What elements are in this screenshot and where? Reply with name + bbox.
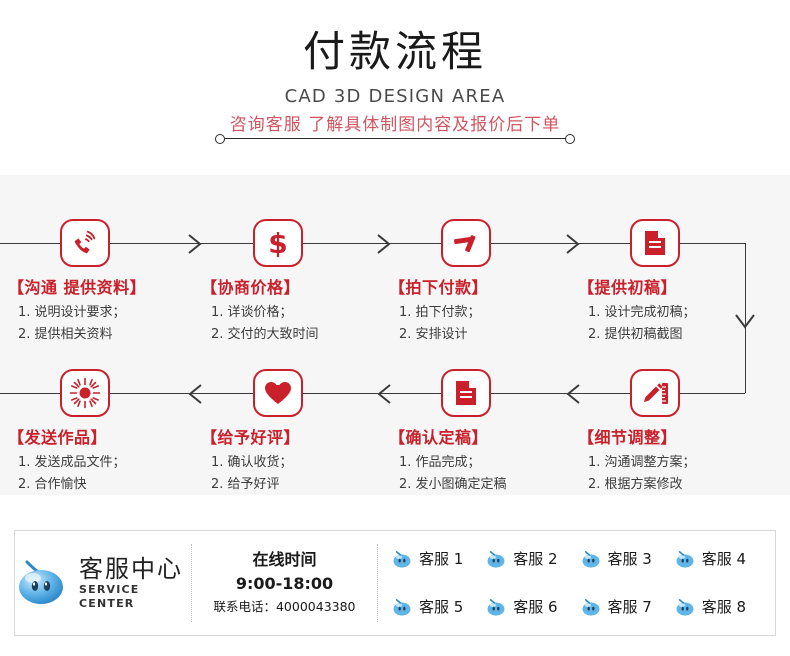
service-agent-label: 客服 3 bbox=[607, 550, 652, 568]
flow-step-line2: 2. 安排设计 bbox=[399, 327, 468, 342]
header-divider bbox=[215, 132, 575, 146]
dollar-sign-icon: $ bbox=[253, 219, 303, 267]
mascot-blob-icon bbox=[15, 560, 67, 606]
service-agent-3[interactable]: 客服 3 bbox=[581, 549, 675, 569]
service-agent-2[interactable]: 客服 2 bbox=[486, 549, 580, 569]
flow-step-line2: 2. 提供初稿截图 bbox=[588, 327, 683, 342]
flow-step-line2: 2. 根据方案修改 bbox=[588, 477, 683, 492]
divider-dot-left bbox=[215, 134, 225, 144]
document-icon bbox=[630, 219, 680, 267]
service-agent-1[interactable]: 客服 1 bbox=[392, 549, 486, 569]
service-divider-2 bbox=[377, 544, 378, 622]
service-agent-label: 客服 8 bbox=[701, 598, 747, 616]
mascot-blob-icon bbox=[392, 598, 412, 617]
flow-step-line2: 2. 给予好评 bbox=[211, 477, 280, 492]
flow-step-line1: 1. 说明设计要求； bbox=[18, 305, 126, 320]
service-agent-4[interactable]: 客服 4 bbox=[675, 549, 769, 569]
flow-row-top: 【沟通 提供资料】 1. 说明设计要求； 2. 提供相关资料 $ 【协商价格】 … bbox=[0, 195, 790, 393]
flow-line-top bbox=[0, 243, 745, 244]
page-subtitle-en: CAD 3D DESIGN AREA bbox=[284, 86, 506, 107]
service-divider-1 bbox=[191, 544, 192, 622]
svg-text:$: $ bbox=[268, 227, 287, 259]
service-agent-label: 客服 4 bbox=[701, 550, 747, 568]
mascot-blob-icon bbox=[486, 598, 506, 617]
divider-line bbox=[222, 138, 568, 139]
mascot-blob-icon bbox=[486, 550, 506, 569]
flow-step-line1: 1. 拍下付款； bbox=[399, 305, 481, 320]
service-agent-list: 客服 1 客服 2 客服 3 客服 4 bbox=[378, 531, 775, 635]
service-agent-label: 客服 1 bbox=[419, 550, 464, 568]
flow-step-line1: 1. 作品完成； bbox=[399, 455, 481, 470]
flow-step-title: 【沟通 提供资料】 bbox=[8, 278, 147, 297]
mascot-blob-icon bbox=[581, 598, 601, 617]
arrow-right-1 bbox=[183, 231, 207, 257]
service-hours-value: 9:00-18:00 bbox=[235, 574, 334, 593]
service-logo-text: 客服中心 SERVICE CENTER bbox=[79, 555, 191, 611]
heart-icon bbox=[253, 369, 303, 417]
service-logo-cn: 客服中心 bbox=[79, 555, 183, 583]
mascot-blob-icon bbox=[675, 598, 695, 617]
service-hours-title: 在线时间 bbox=[252, 550, 317, 569]
service-center-bar: 客服中心 SERVICE CENTER 在线时间 9:00-18:00 联系电话… bbox=[14, 530, 776, 636]
service-agent-7[interactable]: 客服 7 bbox=[581, 597, 675, 617]
service-agent-label: 客服 2 bbox=[513, 550, 558, 568]
arrow-down-1 bbox=[733, 310, 757, 332]
flow-step-line1: 1. 沟通调整方案； bbox=[588, 455, 696, 470]
service-phone: 联系电话：4000043380 bbox=[213, 599, 356, 614]
pencil-ruler-icon bbox=[630, 369, 680, 417]
arrow-left-3 bbox=[561, 381, 585, 407]
arrow-left-2 bbox=[372, 381, 396, 407]
flow-panel: 【沟通 提供资料】 1. 说明设计要求； 2. 提供相关资料 $ 【协商价格】 … bbox=[0, 175, 790, 495]
service-agent-6[interactable]: 客服 6 bbox=[486, 597, 580, 617]
flow-step-line1: 1. 发送成品文件； bbox=[18, 455, 126, 470]
flow-step-title: 【细节调整】 bbox=[578, 428, 678, 447]
flow-step-line2: 2. 发小图确定定稿 bbox=[399, 477, 507, 492]
flow-step-title: 【给予好评】 bbox=[201, 428, 301, 447]
flow-step-title: 【拍下付款】 bbox=[389, 278, 489, 297]
service-agent-8[interactable]: 客服 8 bbox=[675, 597, 769, 617]
page-tagline: 咨询客服 了解具体制图内容及报价后下单 bbox=[229, 115, 561, 135]
flow-step-title: 【协商价格】 bbox=[201, 278, 301, 297]
arrow-left-1 bbox=[183, 381, 207, 407]
page-header: 付款流程 CAD 3D DESIGN AREA 咨询客服 了解具体制图内容及报价… bbox=[0, 0, 790, 175]
mascot-blob-icon bbox=[392, 550, 412, 569]
service-agent-label: 客服 7 bbox=[607, 598, 652, 616]
service-agent-label: 客服 5 bbox=[419, 598, 464, 616]
service-logo-en: SERVICE CENTER bbox=[79, 583, 140, 610]
service-hours: 在线时间 9:00-18:00 联系电话：4000043380 bbox=[192, 531, 377, 635]
flow-step-line2: 2. 合作愉快 bbox=[18, 477, 87, 492]
flow-line-bottom bbox=[0, 393, 745, 394]
sunburst-icon bbox=[60, 369, 110, 417]
flow-step-line1: 1. 确认收货； bbox=[211, 455, 293, 470]
service-agent-label: 客服 6 bbox=[513, 598, 558, 616]
divider-dot-right bbox=[565, 134, 575, 144]
gavel-icon bbox=[441, 219, 491, 267]
mascot-blob-icon bbox=[581, 550, 601, 569]
flow-step-title: 【提供初稿】 bbox=[578, 278, 678, 297]
arrow-right-3 bbox=[561, 231, 585, 257]
flow-step-title: 【发送作品】 bbox=[8, 428, 108, 447]
page-title: 付款流程 bbox=[302, 27, 487, 76]
flow-step-line2: 2. 提供相关资料 bbox=[18, 327, 113, 342]
flow-step-line1: 1. 详谈价格； bbox=[211, 305, 293, 320]
flow-line-wrap-vertical bbox=[745, 243, 746, 393]
flow-step-line2: 2. 交付的大致时间 bbox=[211, 327, 319, 342]
flow-row-bottom: 【发送作品】 1. 发送成品文件； 2. 合作愉快 【给予好评】 1. 确认收货… bbox=[0, 345, 790, 495]
phone-ringing-icon bbox=[60, 219, 110, 267]
mascot-blob-icon bbox=[675, 550, 695, 569]
arrow-right-2 bbox=[372, 231, 396, 257]
flow-step-line1: 1. 设计完成初稿； bbox=[588, 305, 696, 320]
document-icon bbox=[441, 369, 491, 417]
flow-step-title: 【确认定稿】 bbox=[389, 428, 489, 447]
service-agent-5[interactable]: 客服 5 bbox=[392, 597, 486, 617]
service-logo: 客服中心 SERVICE CENTER bbox=[15, 531, 191, 635]
